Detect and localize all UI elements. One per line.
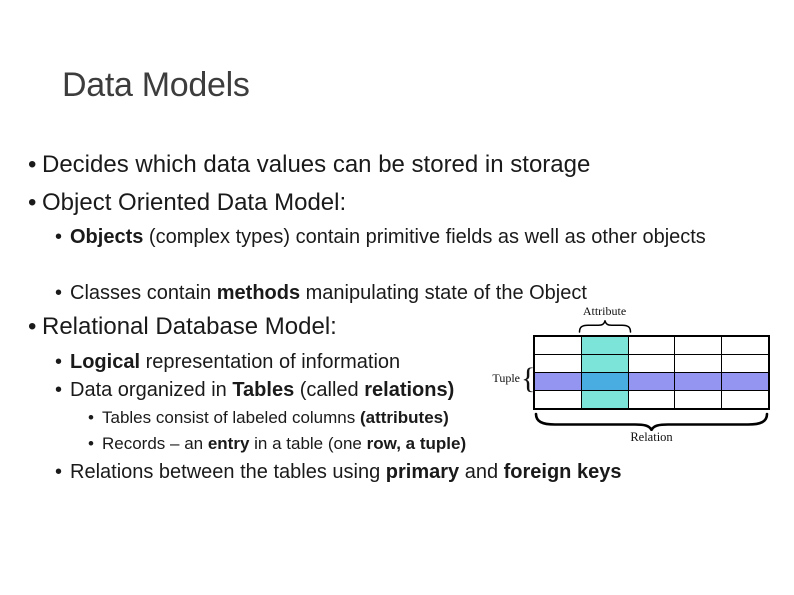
table-cell (628, 373, 675, 390)
slide-title: Data Models (62, 66, 250, 104)
table-cell (722, 373, 768, 390)
table-cell (581, 337, 628, 354)
bullet-text: Records – an entry in a table (one row, … (102, 434, 467, 453)
table-cell (675, 337, 722, 354)
attribute-brace-icon (578, 320, 632, 333)
table-cell (535, 355, 581, 372)
bullet-text: Tables consist of labeled columns (attri… (102, 408, 449, 427)
bullet-item: •Decides which data values can be stored… (28, 150, 758, 180)
attribute-label: Attribute (582, 304, 627, 318)
bullet-glyph: • (28, 189, 37, 216)
bullet-glyph: • (28, 313, 37, 340)
table-cell (581, 373, 628, 390)
tuple-label: Tuple (492, 371, 520, 385)
bullet-text: Relations between the tables using prima… (70, 461, 622, 483)
table-cell (535, 337, 581, 354)
bullet-glyph: • (88, 434, 94, 453)
bullet-item: • Records – an entry in a table (one row,… (88, 433, 758, 455)
table-cell (628, 337, 675, 354)
table-cell (535, 391, 581, 408)
bullet-item: • Objects (complex types) contain primiti… (55, 224, 715, 250)
relational-table-figure: Attribute Tuple { Relation (492, 300, 794, 452)
table-cell (535, 373, 581, 390)
bullet-text: Data organized in Tables (called relatio… (70, 379, 455, 401)
table-grid (533, 335, 770, 410)
bullet-text: Decides which data values can be stored … (42, 151, 591, 178)
bullet-glyph: • (55, 282, 63, 304)
bullet-glyph: • (55, 226, 63, 248)
bullet-item: • Tables consist of labeled columns (attr… (88, 407, 758, 429)
table-cell (628, 391, 675, 408)
table-cell (722, 337, 768, 354)
bullet-item: •Object Oriented Data Model: (28, 188, 758, 218)
bullet-text: Objects (complex types) contain primitiv… (70, 226, 706, 248)
bullet-glyph: • (28, 151, 37, 178)
bullet-item: • Relations between the tables using prim… (55, 459, 755, 485)
table-cell (581, 355, 628, 372)
bullet-item: • Logical representation of information (55, 349, 755, 375)
table-cell (628, 355, 675, 372)
table-cell (675, 373, 722, 390)
bullet-item: •Relational Database Model: (28, 312, 758, 342)
bullet-glyph: • (55, 351, 63, 373)
bullet-item: • Classes contain methods manipulating st… (55, 280, 755, 306)
bullet-glyph: • (55, 379, 63, 401)
relation-brace-icon (534, 412, 769, 431)
table-cell (675, 355, 722, 372)
bullet-text: Relational Database Model: (42, 313, 337, 340)
table-cell (675, 391, 722, 408)
relation-label: Relation (630, 430, 673, 444)
bullet-glyph: • (55, 461, 63, 483)
bullet-text: Object Oriented Data Model: (42, 189, 347, 216)
tuple-brace-icon: { (521, 362, 536, 395)
bullet-glyph: • (88, 408, 94, 427)
table-cell (722, 355, 768, 372)
bullet-text: Classes contain methods manipulating sta… (70, 282, 587, 304)
table-cell (581, 391, 628, 408)
bullet-item: • Data organized in Tables (called relati… (55, 377, 755, 403)
bullet-text: Logical representation of information (70, 351, 401, 373)
table-cell (722, 391, 768, 408)
